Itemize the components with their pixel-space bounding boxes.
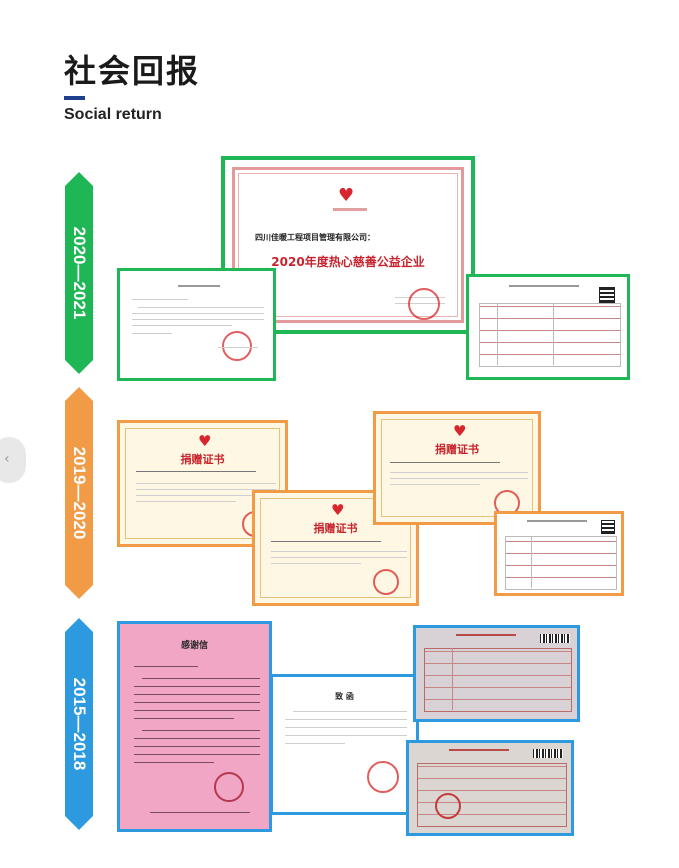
page-title: 社会回报 bbox=[64, 52, 201, 90]
heart-logo-icon: ♥ bbox=[331, 501, 345, 519]
cert-award-title: 2020年度热心慈善公益企业 bbox=[271, 255, 425, 269]
chevron-left-icon: ‹ bbox=[4, 451, 10, 467]
ribbon-shape bbox=[65, 172, 93, 374]
donation-receipt-2017 bbox=[413, 625, 580, 722]
page-subtitle: Social return bbox=[64, 106, 162, 123]
donation-receipt-invoice-2 bbox=[494, 511, 624, 596]
certificate-title: 捐赠证书 bbox=[435, 443, 479, 456]
year-ribbon-2020-2021: 2020—2021 bbox=[65, 172, 93, 374]
notice-letter: 致 函 bbox=[270, 674, 419, 815]
letter-title: 感谢信 bbox=[180, 641, 208, 651]
thank-you-letter: 感谢信 bbox=[117, 621, 272, 832]
letter-title: 致 函 bbox=[335, 692, 354, 701]
ribbon-shape bbox=[65, 387, 93, 599]
title-accent-bar bbox=[64, 96, 85, 100]
year-ribbon-2015-2018: 2015—2018 bbox=[65, 618, 93, 830]
heart-logo-icon: ♥ bbox=[198, 432, 212, 450]
certificate-title: 捐赠证书 bbox=[180, 453, 225, 466]
donation-receipt-2015 bbox=[406, 740, 574, 836]
donation-proof-letter bbox=[117, 268, 276, 381]
cert-company-name: 四川佳暖工程项目管理有限公司： bbox=[255, 233, 375, 242]
heart-logo-icon: ♥ bbox=[453, 422, 467, 440]
previous-arrow-button[interactable]: ‹ bbox=[0, 437, 26, 483]
year-range-label: 2015—2018 bbox=[70, 677, 89, 771]
year-range-label: 2019—2020 bbox=[70, 446, 89, 540]
year-ribbon-2019-2020: 2019—2020 bbox=[65, 387, 93, 599]
year-range-label: 2020—2021 bbox=[70, 226, 89, 320]
red-seal bbox=[408, 288, 440, 320]
certificate-title: 捐赠证书 bbox=[313, 522, 358, 535]
donation-certificate-1: ♥ 捐赠证书 bbox=[117, 420, 288, 547]
donation-receipt-invoice bbox=[466, 274, 630, 380]
ribbon-shape bbox=[65, 618, 93, 830]
heart-logo-icon: ♥ bbox=[338, 185, 355, 206]
donation-certificate-3: ♥ 捐赠证书 bbox=[373, 411, 541, 525]
